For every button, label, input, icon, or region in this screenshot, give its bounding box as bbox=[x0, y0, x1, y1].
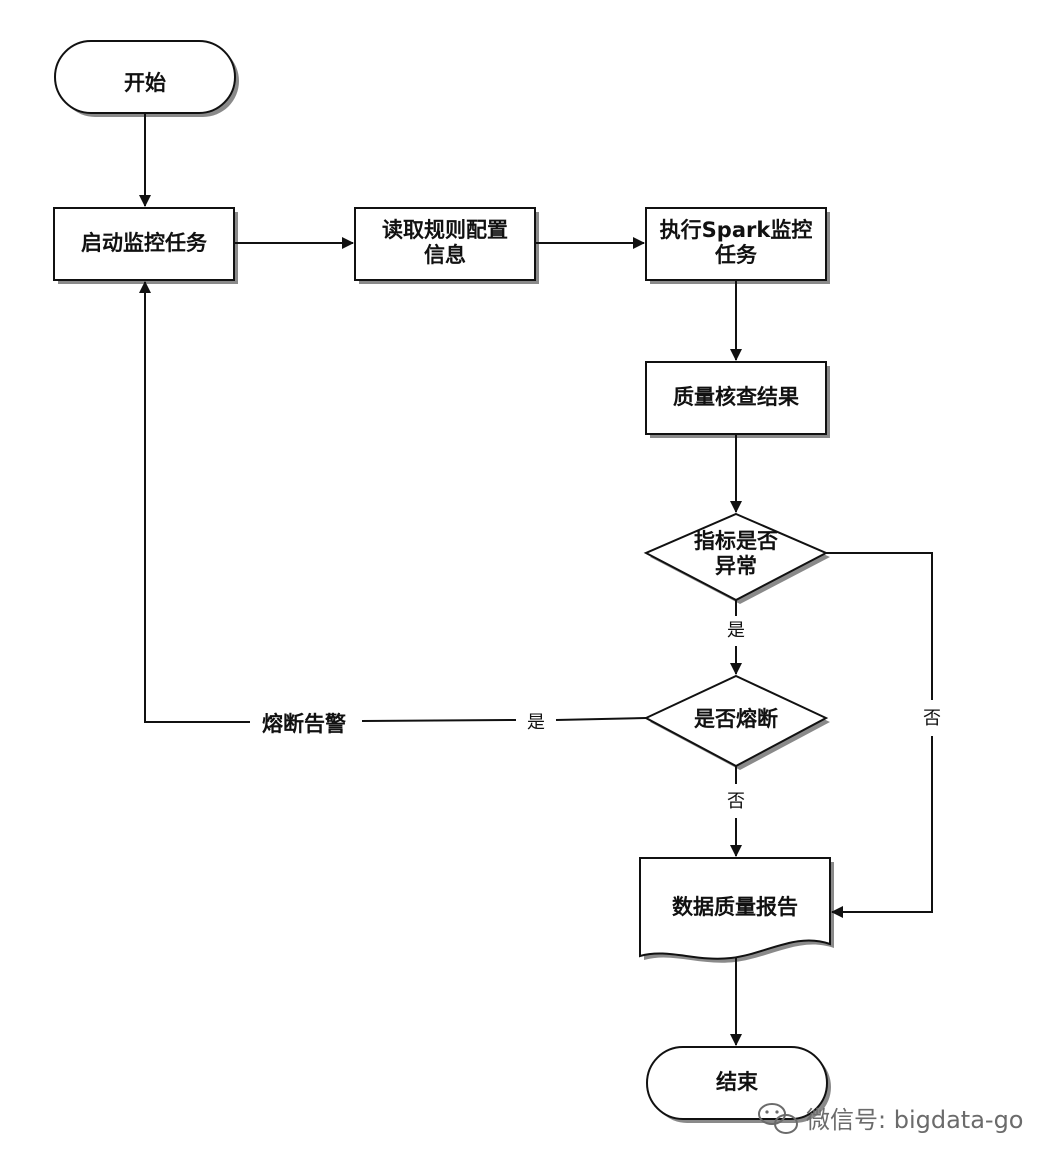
start-label: 开始 bbox=[124, 71, 166, 95]
abnormal-decision-label-line1: 指标是否 bbox=[694, 529, 778, 553]
run-spark-label-line2: 任务 bbox=[714, 243, 758, 267]
report-label: 数据质量报告 bbox=[672, 895, 798, 919]
edge-fuse-yes-right bbox=[555, 717, 647, 721]
edge-abnormal-no-top bbox=[826, 552, 933, 700]
edge-alert-to-launch bbox=[139, 281, 250, 723]
wechat-icon bbox=[758, 1103, 798, 1134]
end-label: 结束 bbox=[716, 1070, 759, 1094]
fuse-no-label: 否 bbox=[727, 791, 745, 812]
report-node: 数据质量报告 bbox=[639, 857, 834, 963]
check-results-label: 质量核查结果 bbox=[673, 385, 799, 409]
start-node: 开始 bbox=[54, 40, 239, 117]
abnormal-decision-node: 指标是否 异常 bbox=[643, 512, 830, 604]
run-spark-label-line1: 执行Spark监控 bbox=[660, 218, 813, 242]
launch-task-label: 启动监控任务 bbox=[81, 231, 208, 255]
abnormal-yes-label: 是 bbox=[727, 620, 745, 641]
end-node: 结束 bbox=[646, 1046, 831, 1123]
read-rules-label-line1: 读取规则配置 bbox=[382, 218, 508, 242]
fuse-decision-node: 是否熔断 bbox=[643, 674, 830, 770]
edge-abnormal-no-bottom bbox=[831, 736, 933, 918]
read-rules-label-line2: 信息 bbox=[424, 243, 466, 267]
launch-task-node: 启动监控任务 bbox=[53, 207, 238, 284]
watermark-text: 微信号: bigdata-go bbox=[806, 1106, 1024, 1134]
edge-fuse-yes-middle bbox=[361, 719, 517, 722]
run-spark-node: 执行Spark监控 任务 bbox=[645, 207, 830, 284]
check-results-node: 质量核查结果 bbox=[645, 361, 830, 438]
fuse-decision-label: 是否熔断 bbox=[694, 707, 778, 731]
read-rules-node: 读取规则配置 信息 bbox=[354, 207, 539, 284]
watermark: 微信号: bigdata-go bbox=[758, 1103, 1024, 1134]
fuse-alert-label: 熔断告警 bbox=[262, 712, 346, 736]
fuse-yes-label: 是 bbox=[527, 712, 545, 733]
abnormal-no-label: 否 bbox=[923, 708, 941, 729]
abnormal-decision-label-line2: 异常 bbox=[715, 554, 757, 578]
